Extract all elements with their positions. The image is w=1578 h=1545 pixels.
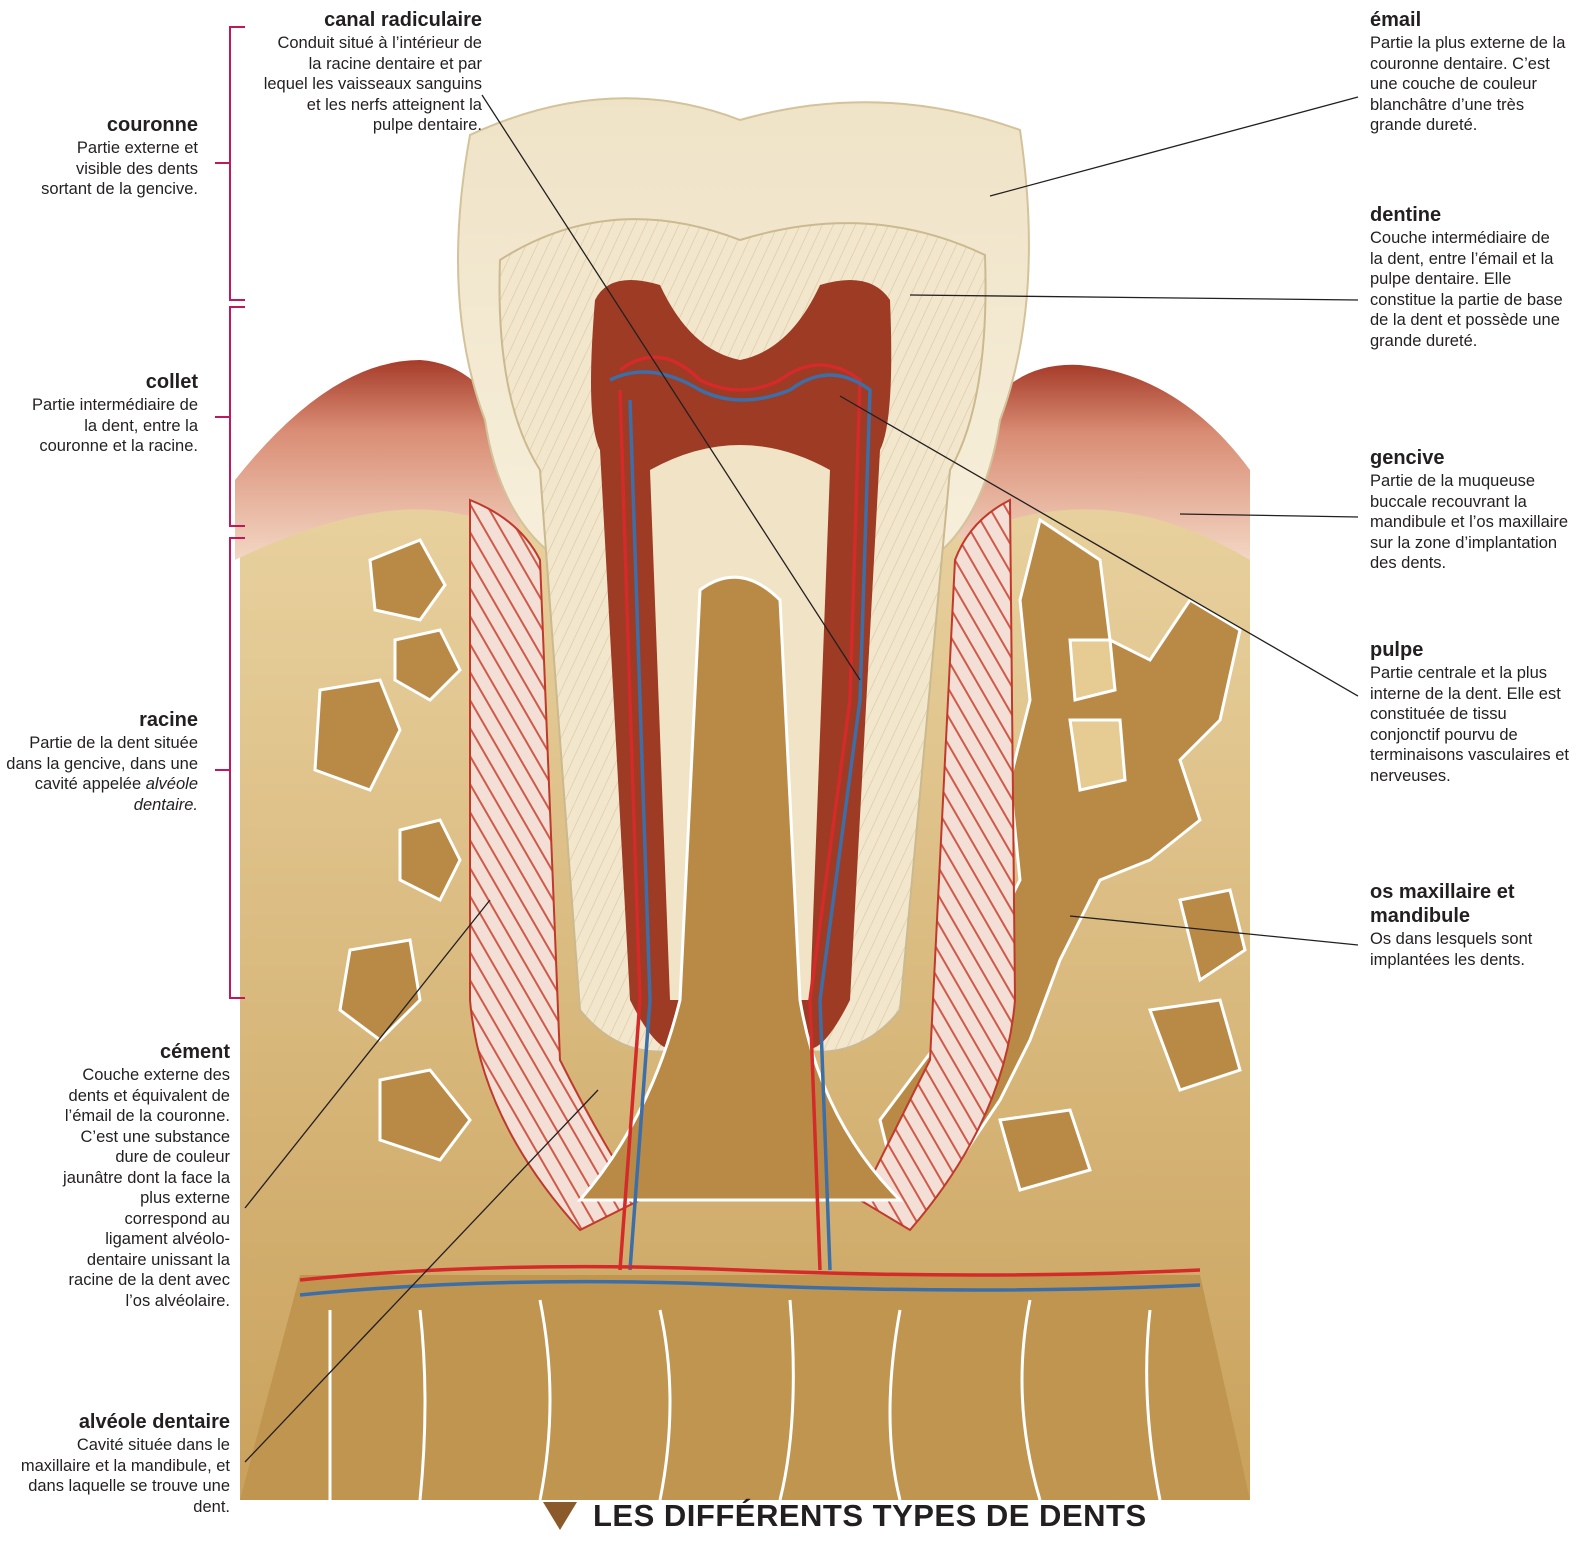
label-collet: collet Partie intermédiaire de la dent, … [20,370,198,457]
label-collet-desc: Partie intermédiaire de la dent, entre l… [20,395,198,457]
label-dentine-title: dentine [1370,203,1566,227]
label-alveole: alvéole dentaire Cavité située dans le m… [10,1410,230,1517]
label-alveole-title: alvéole dentaire [10,1410,230,1434]
label-dentine: dentine Couche intermédiaire de la dent,… [1370,203,1566,351]
label-dentine-desc: Couche intermédiaire de la dent, entre l… [1370,228,1566,351]
label-gencive-desc: Partie de la muqueuse buccale recouvrant… [1370,471,1575,574]
label-os-desc: Os dans lesquels sont implantées les den… [1370,929,1545,970]
label-racine-desc: Partie de la dent située dans la gencive… [0,733,198,815]
label-pulpe: pulpe Partie centrale et la plus interne… [1370,638,1570,786]
label-couronne-desc: Partie externe et visible des dents sort… [30,138,198,200]
label-pulpe-title: pulpe [1370,638,1570,662]
label-couronne: couronne Partie externe et visible des d… [30,113,198,200]
label-os-maxillaire: os maxillaire et mandibule Os dans lesqu… [1370,880,1545,970]
label-racine: racine Partie de la dent située dans la … [0,708,198,815]
label-email: émail Partie la plus externe de la couro… [1370,8,1570,136]
label-pulpe-desc: Partie centrale et la plus interne de la… [1370,663,1570,786]
label-gencive-title: gencive [1370,446,1575,470]
label-os-title: os maxillaire et mandibule [1370,880,1545,928]
label-collet-title: collet [20,370,198,394]
label-cement-title: cément [60,1040,230,1064]
label-canal-radiculaire: canal radiculaire Conduit situé à l’inté… [262,8,482,136]
label-canal-desc: Conduit situé à l’intérieur de la racine… [262,33,482,136]
label-alveole-desc: Cavité située dans le maxillaire et la m… [10,1435,230,1517]
label-email-desc: Partie la plus externe de la couronne de… [1370,33,1570,136]
section-heading-title: LES DIFFÉRENTS TYPES DE DENTS [593,1498,1147,1534]
label-couronne-title: couronne [30,113,198,137]
label-cement-desc: Couche externe des dents et équivalent d… [60,1065,230,1311]
lower-bone [240,1275,1250,1500]
label-gencive: gencive Partie de la muqueuse buccale re… [1370,446,1575,574]
label-canal-title: canal radiculaire [262,8,482,32]
section-heading: LES DIFFÉRENTS TYPES DE DENTS [543,1496,1147,1536]
label-cement: cément Couche externe des dents et équiv… [60,1040,230,1311]
label-email-title: émail [1370,8,1570,32]
triangle-down-icon [543,1502,577,1530]
label-racine-title: racine [0,708,198,732]
